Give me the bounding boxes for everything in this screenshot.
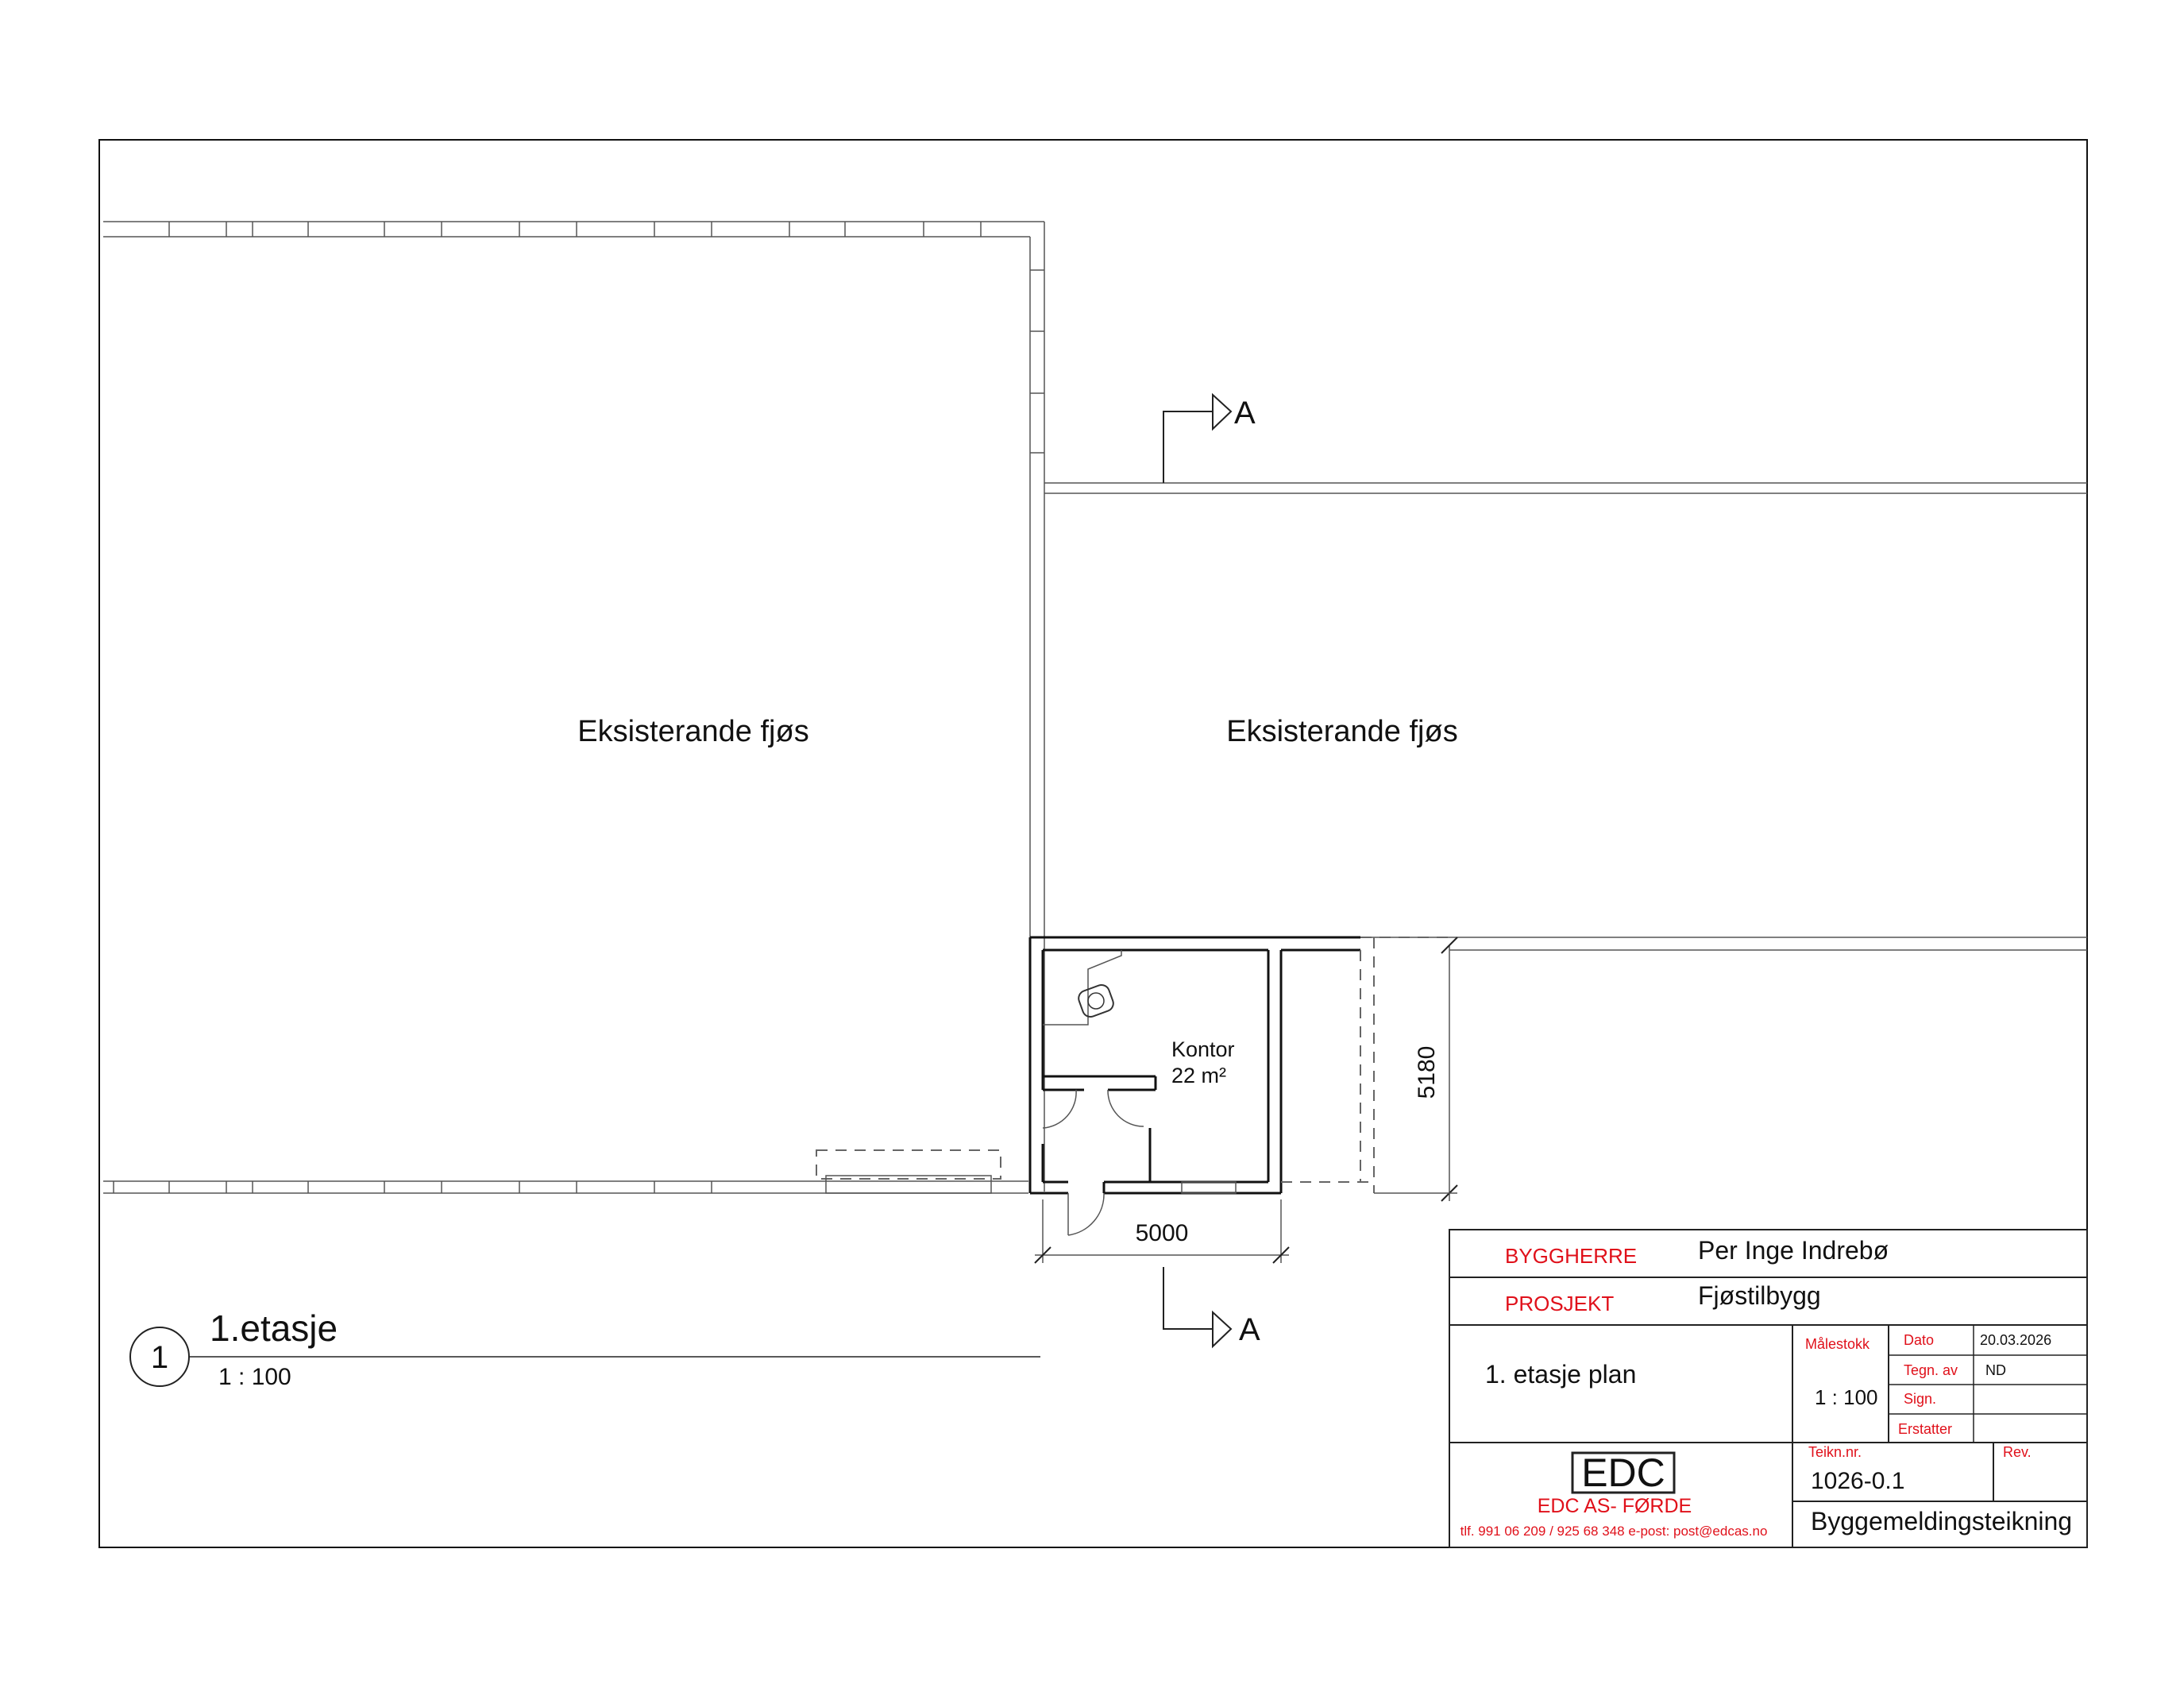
dimension-height-label: 5180 bbox=[1414, 1046, 1440, 1099]
office-name: Kontor bbox=[1171, 1037, 1235, 1061]
erstatter-label: Erstatter bbox=[1898, 1421, 1952, 1437]
section-label-top: A bbox=[1234, 396, 1256, 431]
section-label-bottom: A bbox=[1239, 1312, 1260, 1347]
drawing-title: 1. etasje plan bbox=[1485, 1360, 1636, 1389]
prosjekt-value: Fjøstilbygg bbox=[1698, 1281, 1821, 1310]
room-label-right: Eksisterande fjøs bbox=[1226, 715, 1457, 748]
room-label-left: Eksisterande fjøs bbox=[577, 715, 808, 748]
edc-logo: EDC bbox=[1581, 1450, 1665, 1495]
right-wall-joints bbox=[1030, 269, 1044, 454]
view-scale: 1 : 100 bbox=[218, 1364, 291, 1390]
dimension-width: 5000 bbox=[1034, 1199, 1290, 1264]
title-block bbox=[1449, 1229, 2088, 1548]
top-wall-joints bbox=[168, 222, 982, 237]
bygherre-value: Per Inge Indrebø bbox=[1698, 1236, 1889, 1265]
existing-barn-left: Eksisterande fjøs bbox=[103, 221, 1045, 1194]
bygherre-label: BYGGHERRE bbox=[1505, 1244, 1637, 1268]
dato-value: 20.03.2026 bbox=[1980, 1332, 2051, 1348]
view-name: 1.etasje bbox=[210, 1308, 338, 1349]
section-marker-top: A bbox=[1163, 392, 1256, 483]
dimension-width-label: 5000 bbox=[1136, 1220, 1189, 1246]
existing-barn-right: Eksisterande fjøs bbox=[1044, 482, 2087, 951]
malestokk-label: Målestokk bbox=[1805, 1336, 1870, 1352]
rev-label: Rev. bbox=[2003, 1444, 2032, 1460]
tegn-value: ND bbox=[1985, 1362, 2006, 1378]
teikn-value: 1026-0.1 bbox=[1811, 1468, 1904, 1494]
view-title: 1 1.etasje 1 : 100 bbox=[129, 1308, 1040, 1390]
office-area: 22 m² bbox=[1171, 1064, 1226, 1087]
company-name: EDC AS- FØRDE bbox=[1538, 1495, 1692, 1517]
office-extension: Kontor 22 m² bbox=[1028, 936, 1449, 1236]
status-text: Byggemeldingsteikning bbox=[1811, 1507, 2072, 1535]
section-marker-bottom: A bbox=[1163, 1267, 1260, 1349]
chair-icon bbox=[1078, 984, 1114, 1018]
bottom-wall-joints bbox=[113, 1181, 712, 1193]
sign-label: Sign. bbox=[1904, 1391, 1936, 1407]
teikn-label: Teikn.nr. bbox=[1808, 1444, 1862, 1460]
malestokk-value: 1 : 100 bbox=[1815, 1385, 1878, 1409]
sheet-border bbox=[98, 139, 2088, 1548]
prosjekt-label: PROSJEKT bbox=[1505, 1292, 1614, 1315]
dato-label: Dato bbox=[1904, 1332, 1934, 1348]
tegn-label: Tegn. av bbox=[1904, 1362, 1958, 1378]
company-contact: tlf. 991 06 209 / 925 68 348 e-post: pos… bbox=[1461, 1524, 1768, 1539]
dimension-height: 5180 bbox=[1374, 937, 1458, 1202]
view-number: 1 bbox=[151, 1340, 168, 1375]
